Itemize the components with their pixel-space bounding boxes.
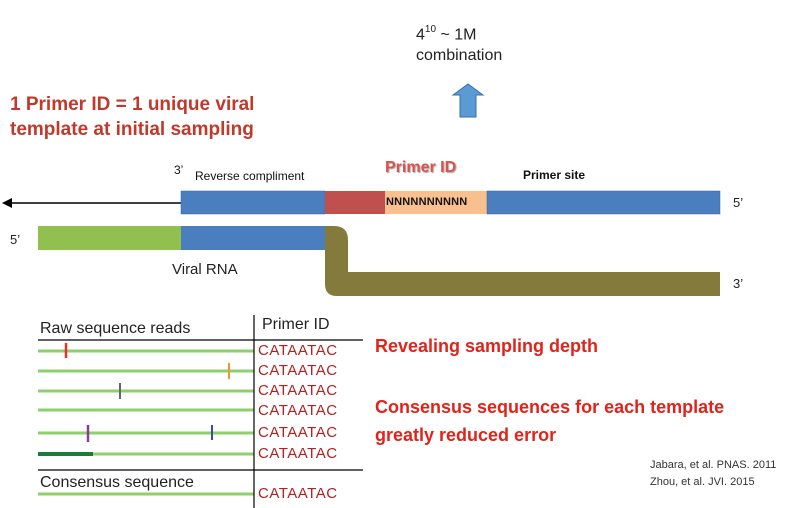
read-lines — [38, 349, 254, 496]
viral-rna-blue-segment — [181, 226, 325, 250]
left-arrow-icon — [2, 198, 182, 208]
label-3prime-bottom: 3’ — [733, 276, 744, 291]
read-code-6: CATAATAC — [258, 445, 338, 462]
headline: 1 Primer ID = 1 unique viral template at… — [10, 92, 254, 142]
headline-line-1: 1 Primer ID = 1 unique viral — [10, 94, 255, 115]
raw-reads-header: Raw sequence reads — [40, 320, 191, 337]
consensus-code: CATAATAC — [258, 485, 338, 502]
combination-line-1: 410 ~ 1M — [416, 20, 502, 45]
primer-id-red-segment — [325, 191, 385, 214]
viral-rna-green-segment — [38, 226, 181, 250]
read-code-3: CATAATAC — [258, 382, 338, 399]
citation-1: Jabara, et al. PNAS. 2011 — [650, 459, 777, 471]
primer-site-segment — [486, 190, 721, 215]
primer-id-column-header: Primer ID — [262, 316, 330, 333]
mutation-marks — [64, 343, 230, 442]
combination-line-2: combination — [416, 47, 503, 65]
primer-site-label: Primer site — [523, 168, 586, 182]
consensus-header: Consensus sequence — [40, 474, 194, 491]
primer-id-nnn-segment — [385, 191, 487, 214]
consensus-note-line-2: greatly reduced error — [375, 425, 557, 445]
label-5prime-left: 5’ — [10, 232, 21, 247]
read-code-2: CATAATAC — [258, 362, 338, 379]
primer-id-label: Primer ID — [385, 159, 457, 176]
olive-strand — [325, 226, 720, 296]
combination-base: 4 — [416, 26, 425, 44]
read-code-5: CATAATAC — [258, 424, 338, 441]
combination-rest: ~ 1M — [436, 26, 477, 44]
combination-exponent: 10 — [424, 24, 437, 35]
label-3prime-top: 3’ — [174, 163, 184, 177]
read-code-1: CATAATAC — [258, 342, 338, 359]
table-rules — [38, 315, 363, 508]
sampling-depth-note: Revealing sampling depth — [375, 336, 599, 356]
reverse-compliment-label: Reverse compliment — [195, 169, 305, 183]
label-5prime-top: 5’ — [733, 195, 744, 210]
viral-rna-label: Viral RNA — [172, 261, 238, 278]
headline-line-2: template at initial sampling — [10, 119, 254, 140]
consensus-note-line-1: Consensus sequences for each template — [375, 397, 725, 417]
consensus-note: Consensus sequences for each template gr… — [375, 393, 724, 449]
citation-2: Zhou, et al. JVI. 2015 — [650, 476, 755, 488]
reverse-compliment-segment — [180, 190, 326, 215]
read-code-4: CATAATAC — [258, 402, 338, 419]
up-arrow-icon — [451, 83, 485, 118]
citations: Jabara, et al. PNAS. 2011 Zhou, et al. J… — [650, 457, 776, 491]
nnn-sequence: NNNNNNNNNN — [386, 196, 468, 208]
combination-note: 410 ~ 1M combination — [416, 20, 502, 66]
